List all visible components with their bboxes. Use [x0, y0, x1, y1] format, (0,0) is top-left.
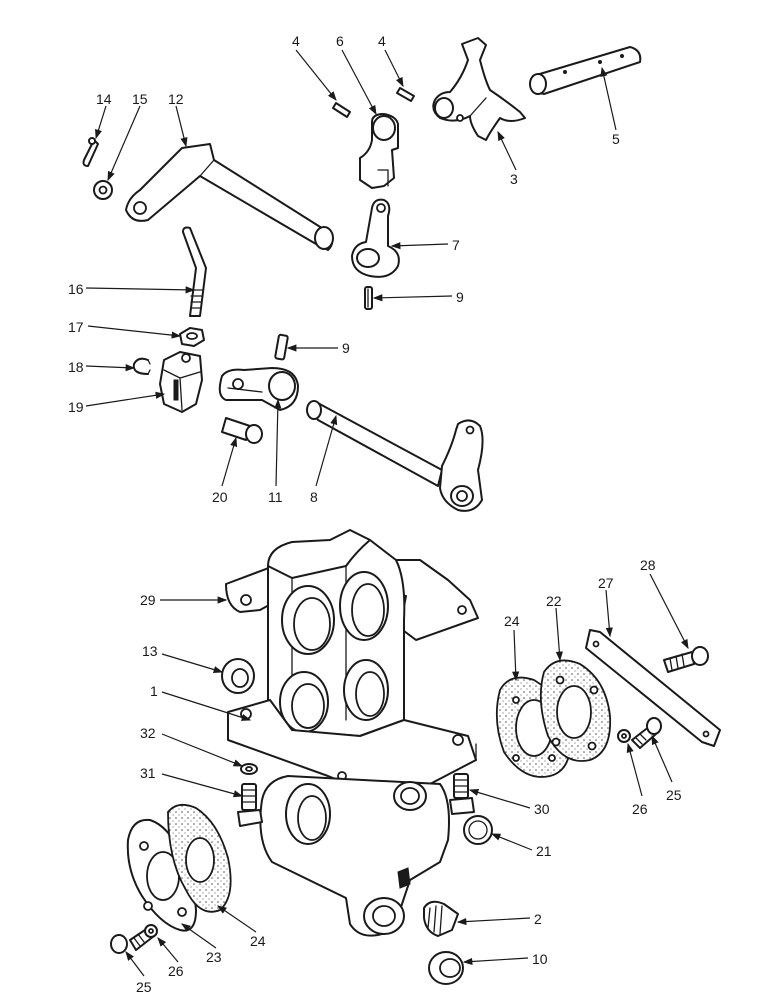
leader-lines	[85, 49, 689, 977]
callout-3: 3	[510, 171, 518, 187]
callout-2: 2	[534, 911, 542, 927]
callout-12: 12	[168, 91, 184, 107]
callout-28: 28	[640, 557, 656, 573]
callout-30: 30	[534, 801, 550, 817]
callout-24-left: 24	[250, 933, 266, 949]
callout-17: 17	[68, 319, 84, 335]
callout-9b: 9	[342, 340, 350, 356]
callout-22: 22	[546, 593, 562, 609]
part-6-block	[359, 113, 399, 189]
part-20-bolt	[221, 417, 263, 444]
part-11-clevis	[218, 367, 299, 411]
callout-10: 10	[532, 951, 548, 967]
callout-21: 21	[536, 843, 552, 859]
part-12-lever-shaft	[125, 143, 334, 251]
part-28-bolt	[663, 646, 709, 673]
callout-32: 32	[140, 725, 156, 741]
callout-13: 13	[142, 643, 158, 659]
callout-19: 19	[68, 399, 84, 415]
callout-4b: 4	[378, 33, 386, 49]
part-7-lever	[351, 198, 400, 278]
callout-31: 31	[140, 765, 156, 781]
part-4-pin-left	[332, 102, 351, 118]
callout-14: 14	[96, 91, 112, 107]
part-19-clevis	[159, 351, 203, 413]
part-21-plug	[463, 815, 493, 845]
callout-20: 20	[212, 489, 228, 505]
part-15-washer	[93, 180, 113, 200]
part-14-split-pin	[82, 137, 99, 167]
part-27-bar	[585, 629, 721, 747]
callout-18: 18	[68, 359, 84, 375]
part-13-seal	[221, 658, 255, 694]
callout-16: 16	[68, 281, 84, 297]
callout-labels: 4 6 4 5 3 14 15 12 7 9 16 17 18 19 9 20 …	[68, 33, 682, 995]
part-16-rod	[182, 226, 207, 317]
part-2-plug	[423, 900, 459, 937]
callout-6: 6	[336, 33, 344, 49]
callout-5: 5	[612, 131, 620, 147]
callout-9a: 9	[456, 289, 464, 305]
callout-27: 27	[598, 575, 614, 591]
part-5-shaft	[529, 46, 642, 95]
callout-25-left: 25	[136, 979, 152, 995]
part-10-ring	[428, 951, 464, 985]
callout-8: 8	[310, 489, 318, 505]
part-26-washer-left	[144, 924, 158, 938]
callout-26-left: 26	[168, 963, 184, 979]
callout-25-right: 25	[666, 787, 682, 803]
callout-26-right: 26	[632, 801, 648, 817]
part-3-fork	[432, 37, 526, 141]
callout-24-right: 24	[504, 613, 520, 629]
callout-23: 23	[206, 949, 222, 965]
part-31-stud	[237, 783, 263, 827]
callout-7: 7	[452, 237, 460, 253]
callout-4a: 4	[292, 33, 300, 49]
part-24-gasket-left	[167, 803, 232, 913]
part-17-nut	[179, 327, 205, 347]
callout-15: 15	[132, 91, 148, 107]
part-30-stud	[449, 773, 475, 815]
part-8-lever-shaft	[306, 400, 484, 512]
part-23-flange	[126, 818, 197, 932]
part-9-pin-lower	[274, 333, 289, 361]
part-26-washer-right	[617, 729, 631, 743]
part-18-circlip	[132, 357, 151, 375]
callout-1: 1	[150, 683, 158, 699]
part-22-plate	[539, 659, 612, 762]
part-9-pin-upper	[364, 286, 373, 310]
part-4-pin-right	[396, 87, 415, 102]
callout-11: 11	[268, 489, 283, 505]
part-32-washer	[240, 763, 258, 775]
part-25-bolt-right	[631, 717, 662, 749]
callout-29: 29	[140, 592, 156, 608]
part-1-housing	[227, 529, 477, 937]
